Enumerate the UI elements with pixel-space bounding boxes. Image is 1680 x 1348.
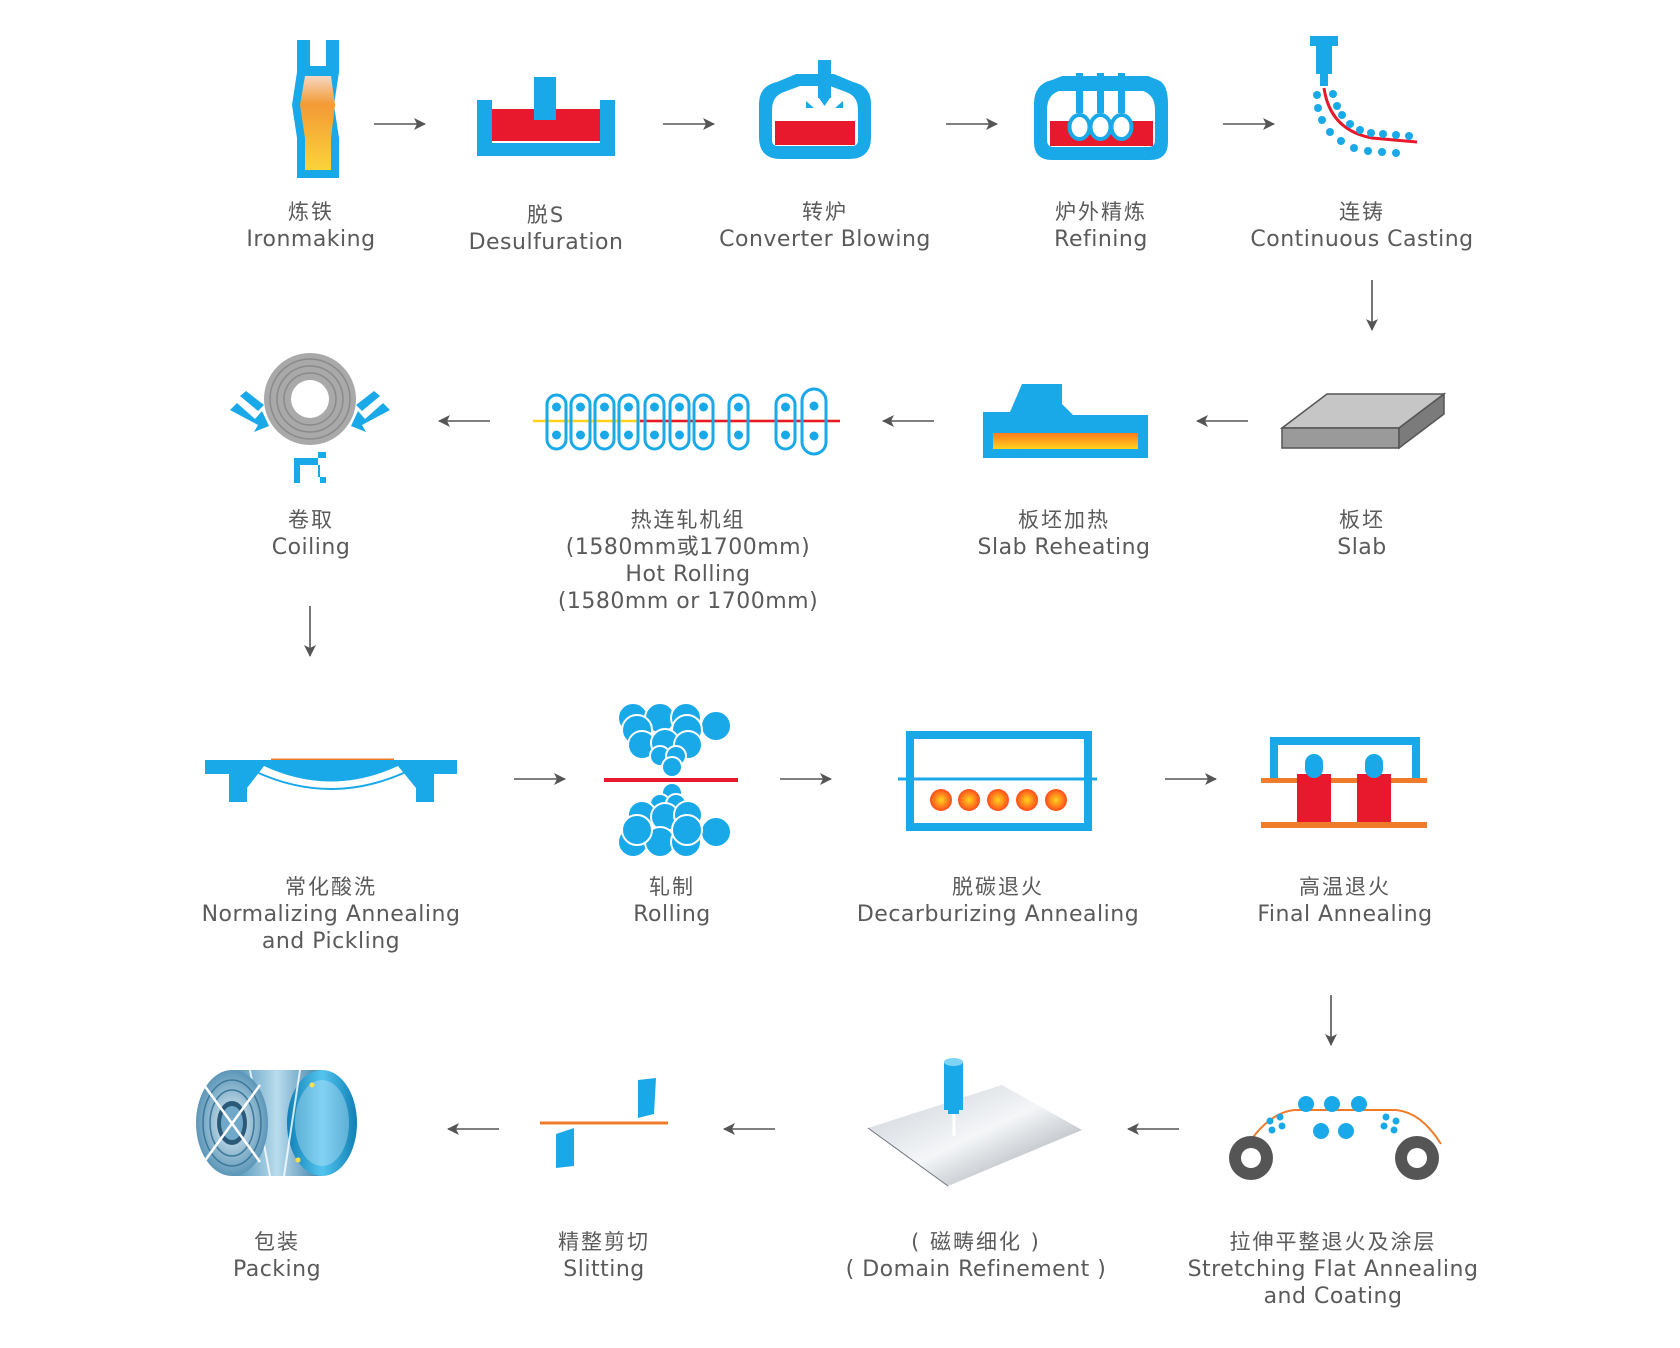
step-label-zh: 脱碳退火	[952, 875, 1044, 899]
step-label-zh: 拉伸平整退火及涂层	[1229, 1230, 1437, 1254]
step-label-en: Normalizing Annealing	[201, 902, 461, 927]
continuous-casting-icon	[1310, 36, 1418, 157]
step-label-zh: 高温退火	[1298, 875, 1391, 899]
step-label-en: Slab	[1337, 535, 1387, 560]
step-label-en: Continuous Casting	[1250, 227, 1474, 252]
step-label-decarburizing-annealing: 脱碳退火 Decarburizing Annealing	[857, 874, 1139, 928]
step-label-en: (1580mm or 1700mm)	[557, 589, 819, 614]
step-label-en: Final Annealing	[1257, 902, 1433, 927]
flattening-coating-line-icon	[1229, 1096, 1442, 1180]
refining-vessel-icon	[1034, 73, 1168, 160]
step-label-zh: ( 磁畴细化 )	[911, 1230, 1041, 1254]
decarburizing-furnace-icon	[898, 731, 1097, 831]
step-label-en: Decarburizing Annealing	[856, 902, 1140, 927]
step-label-zh: 卷取	[287, 508, 334, 532]
step-label-slab: 板坯 Slab	[1337, 507, 1387, 561]
step-label-rolling: 轧制 Rolling	[633, 874, 711, 928]
step-label-zh: 连铸	[1338, 200, 1385, 224]
step-label-zh: 精整剪切	[558, 1230, 650, 1254]
step-label-stretching-flat-annealing: 拉伸平整退火及涂层 Stretching Flat Annealing and …	[1188, 1229, 1479, 1310]
step-label-zh: 脱S	[526, 203, 566, 227]
packed-coil-icon	[196, 1069, 357, 1177]
laser-domain-refinement-icon	[867, 1058, 1082, 1187]
slitting-shear-icon	[540, 1078, 668, 1168]
step-label-zh: 轧制	[648, 875, 695, 899]
step-label-zh: 板坯	[1339, 508, 1385, 532]
step-label-packing: 包装 Packing	[233, 1229, 321, 1283]
step-label-en: Slitting	[563, 1257, 645, 1282]
step-label-ironmaking: 炼铁 Ironmaking	[246, 199, 375, 253]
step-label-zh: 板坯加热	[1018, 508, 1110, 532]
step-label-en: Ironmaking	[246, 227, 376, 252]
step-label-en: and Coating	[1263, 1284, 1403, 1309]
final-annealing-furnace-icon	[1261, 737, 1427, 828]
step-label-zh: 转炉	[802, 200, 848, 224]
step-label-normalizing-pickling: 常化酸洗 Normalizing Annealing and Pickling	[202, 874, 461, 955]
step-label-continuous-casting: 连铸 Continuous Casting	[1250, 199, 1473, 253]
hot-rolling-mill-icon	[533, 387, 840, 456]
desulfuration-ladle-icon	[477, 77, 615, 156]
annealing-pickling-line-icon	[205, 758, 457, 802]
step-label-en: Desulfuration	[468, 230, 624, 255]
step-label-refining: 炉外精炼 Refining	[1054, 199, 1148, 253]
step-label-converter-blowing: 转炉 Converter Blowing	[719, 199, 931, 253]
step-label-zh: 常化酸洗	[284, 875, 377, 899]
step-label-desulfuration: 脱S Desulfuration	[469, 202, 624, 256]
step-label-slab-reheating: 板坯加热 Slab Reheating	[978, 507, 1151, 561]
slab-reheating-furnace-icon	[983, 384, 1148, 458]
step-label-slitting: 精整剪切 Slitting	[558, 1229, 650, 1283]
step-label-en: and Pickling	[261, 929, 401, 954]
step-label-hot-rolling: 热连轧机组 (1580mm或1700mm) Hot Rolling (1580m…	[558, 507, 818, 615]
step-label-en: Converter Blowing	[719, 227, 931, 252]
step-label-en: Slab Reheating	[977, 535, 1151, 560]
step-label-coiling: 卷取 Coiling	[272, 507, 351, 561]
step-label-en: Rolling	[633, 902, 711, 927]
step-label-en: Stretching Flat Annealing	[1187, 1257, 1479, 1282]
step-label-zh: 炉外精炼	[1055, 200, 1147, 224]
step-label-final-annealing: 高温退火 Final Annealing	[1257, 874, 1432, 928]
step-label-en: Coiling	[271, 535, 351, 560]
step-label-en: Packing	[232, 1257, 322, 1282]
coil-icon	[230, 353, 390, 483]
slab-icon	[1279, 392, 1447, 450]
step-label-zh: 炼铁	[287, 200, 334, 224]
step-label-en: (1580mm或1700mm)	[565, 535, 811, 560]
step-label-zh: 包装	[254, 1230, 300, 1254]
ironmaking-furnace-icon	[292, 40, 339, 178]
converter-icon	[759, 60, 871, 159]
step-label-zh: 热连轧机组	[630, 508, 746, 532]
step-label-en: Refining	[1054, 227, 1148, 252]
step-label-en: ( Domain Refinement )	[845, 1257, 1107, 1282]
step-label-en: Hot Rolling	[625, 562, 751, 587]
step-label-domain-refinement: ( 磁畴细化 ) ( Domain Refinement )	[846, 1229, 1107, 1283]
rolling-mill-rolls-icon	[604, 702, 738, 858]
